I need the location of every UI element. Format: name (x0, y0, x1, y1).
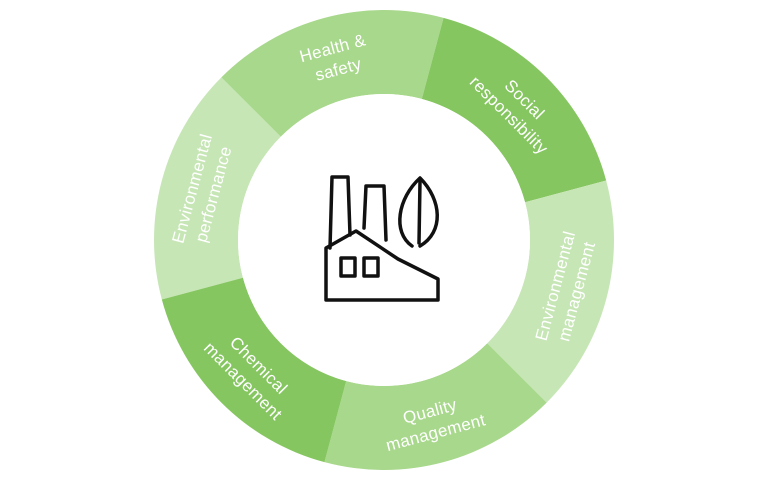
center-disc (238, 94, 530, 386)
factory-with-leaf-icon (324, 175, 440, 302)
ring-segment-health-safety (221, 9, 444, 137)
ring-segment-environmental-management (487, 180, 614, 403)
ring-segment-chemical-management (161, 277, 347, 463)
ring-segment-environmental-performance (154, 77, 281, 300)
ring-segment-quality-management (324, 343, 547, 470)
ring-segment-social-responsibility (421, 17, 607, 203)
